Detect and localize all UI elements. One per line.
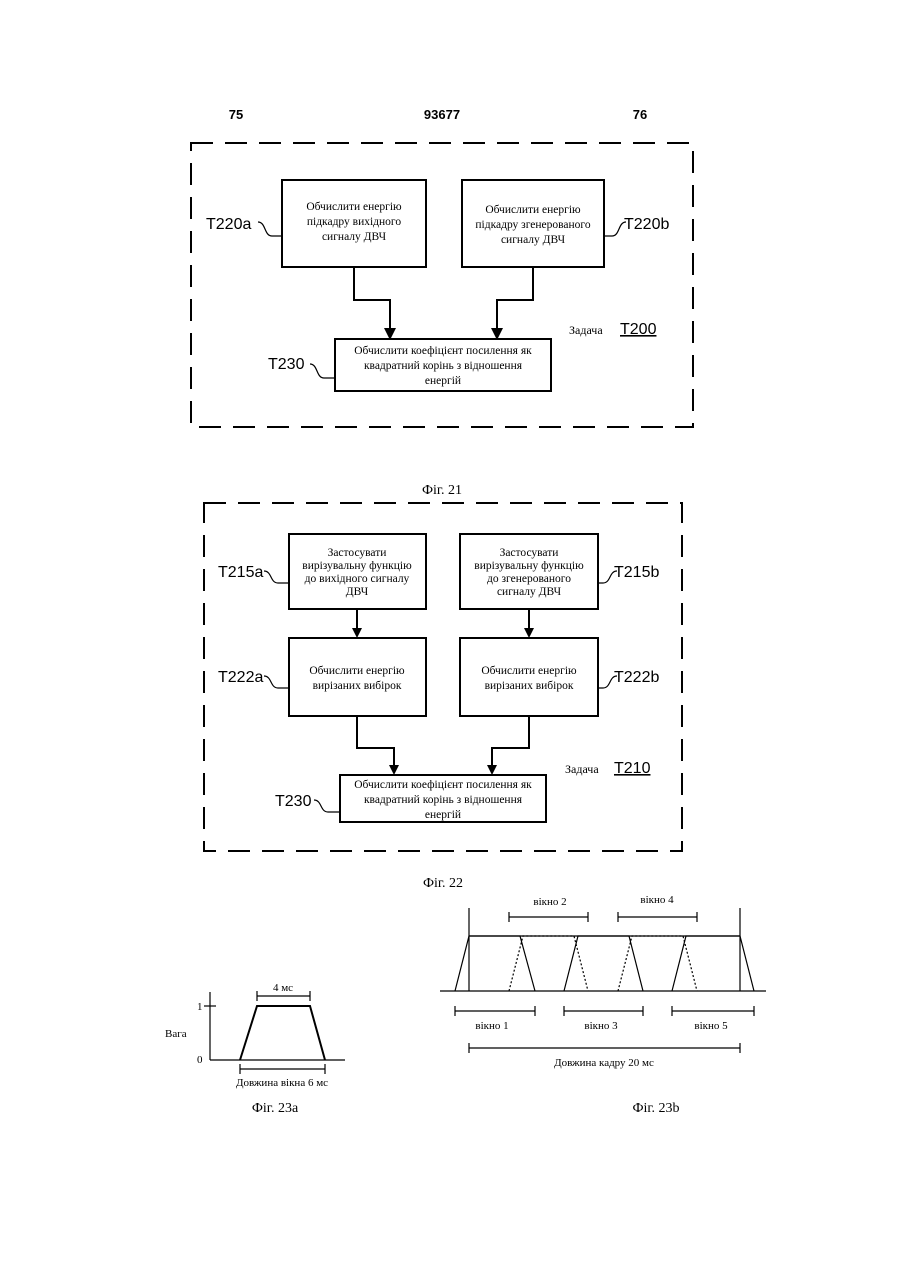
fig23b-label-window-5: вікно 5 xyxy=(694,1020,728,1032)
box-t220b-line3: сигналу ДВЧ xyxy=(501,234,566,246)
arrow-a-to-c xyxy=(354,267,390,330)
box-t220b-line1: Обчислити енергію xyxy=(485,204,581,216)
arrowhead-222a xyxy=(389,765,399,775)
task-id-t210: T210 xyxy=(614,760,651,777)
box-t230-fig21-line3: енергій xyxy=(425,375,461,387)
box-t220a-line1: Обчислити енергію xyxy=(306,201,402,213)
caption-fig23a: Фіг. 23а xyxy=(252,1101,299,1116)
fig23b-label-window-2: вікно 2 xyxy=(533,896,566,908)
label-t215a: T215a xyxy=(218,564,263,581)
task-id-t200: T200 xyxy=(620,321,657,338)
caption-fig22: Фіг. 22 xyxy=(423,876,463,891)
leader-t230-fig21 xyxy=(310,364,335,378)
box-t230-fig22-line1: Обчислити коефіцієнт посилення як xyxy=(354,779,532,791)
box-t222a-line1: Обчислити енергію xyxy=(309,665,405,677)
box-t222a xyxy=(289,638,426,716)
box-t220b-line2: підкадру згенерованого xyxy=(475,219,590,231)
figure-23a: Вага 1 0 4 мс Довжина вікна 6 мс xyxy=(165,982,345,1089)
box-t215b-line2: вирізувальну функцію xyxy=(474,560,584,572)
arrow-t222a-to-t230 xyxy=(357,716,394,767)
box-t230-fig22-line3: енергій xyxy=(425,809,461,821)
patent-number: 93677 xyxy=(424,107,460,122)
task-word-fig22: Задача xyxy=(565,762,599,776)
arrowhead-215a xyxy=(352,628,362,638)
box-t215a-line2: вирізувальну функцію xyxy=(302,560,412,572)
figure-23b: вікно 2 вікно 4 вікно 1 вікно 3 вікно 5 … xyxy=(440,894,766,1069)
page-number-left: 75 xyxy=(229,107,243,122)
fig23b-window-1 xyxy=(455,936,535,991)
fig23b-window-3 xyxy=(564,936,643,991)
arrow-t222b-to-t230 xyxy=(492,716,529,767)
arrowhead-222b xyxy=(487,765,497,775)
label-t230-fig21: T230 xyxy=(268,356,305,373)
fig23b-label-window-4: вікно 4 xyxy=(640,894,674,906)
fig23a-6ms-label: Довжина вікна 6 мс xyxy=(236,1077,328,1089)
fig23b-label-window-3: вікно 3 xyxy=(584,1020,618,1032)
box-t215a-line4: ДВЧ xyxy=(346,586,369,598)
label-t215b: T215b xyxy=(614,564,659,581)
box-t215a-line1: Застосувати xyxy=(328,547,387,559)
arrow-b-to-c xyxy=(497,267,533,330)
fig23b-label-window-1: вікно 1 xyxy=(475,1020,508,1032)
box-t215b-line4: сигналу ДВЧ xyxy=(497,586,562,598)
label-t220b: T220b xyxy=(624,216,669,233)
label-t230-fig22: T230 xyxy=(275,793,312,810)
figure-22: Застосувати вирізувальну функцію до вихі… xyxy=(204,503,682,851)
page-number-right: 76 xyxy=(633,107,647,122)
box-t222b-line1: Обчислити енергію xyxy=(481,665,577,677)
fig23a-ylabel: Вага xyxy=(165,1028,187,1040)
leader-t230-fig22 xyxy=(314,800,340,812)
leader-t222a xyxy=(264,676,289,688)
task-word-fig21: Задача xyxy=(569,323,603,337)
leader-t220a xyxy=(258,222,282,236)
leader-t220b xyxy=(604,222,626,236)
box-t220a-line3: сигналу ДВЧ xyxy=(322,231,387,243)
label-t222b: T222b xyxy=(614,669,659,686)
fig23a-window-shape xyxy=(240,1006,325,1060)
arrowhead-215b xyxy=(524,628,534,638)
box-t230-fig22-line2: квадратний корінь з відношення xyxy=(364,794,523,806)
fig23a-tick-0: 0 xyxy=(197,1054,203,1066)
box-t230-fig21-line2: квадратний корінь з відношення xyxy=(364,360,523,372)
fig23b-window-5 xyxy=(672,936,754,991)
leader-t215a xyxy=(264,571,289,583)
box-t220a-line2: підкадру вихідного xyxy=(307,216,402,228)
label-t220a: T220a xyxy=(206,216,251,233)
fig23b-frame-label: Довжина кадру 20 мс xyxy=(554,1057,654,1069)
box-t222a-line2: вирізаних вибірок xyxy=(313,680,402,692)
fig23a-tick-1: 1 xyxy=(197,1001,203,1013)
figure-21: Обчислити енергію підкадру вихідного сиг… xyxy=(191,143,693,427)
box-t222b xyxy=(460,638,598,716)
fig23a-4ms-label: 4 мс xyxy=(273,982,293,994)
fig23b-window-4 xyxy=(618,936,697,991)
caption-fig23b: Фіг. 23b xyxy=(632,1101,679,1116)
box-t230-fig21-line1: Обчислити коефіцієнт посилення як xyxy=(354,345,532,357)
box-t215b-line3: до згенерованого xyxy=(487,573,571,585)
box-t222b-line2: вирізаних вибірок xyxy=(485,680,574,692)
label-t222a: T222a xyxy=(218,669,263,686)
caption-fig21: Фіг. 21 xyxy=(422,483,462,498)
box-t215b-line1: Застосувати xyxy=(500,547,559,559)
box-t215a-line3: до вихідного сигналу xyxy=(305,573,410,585)
